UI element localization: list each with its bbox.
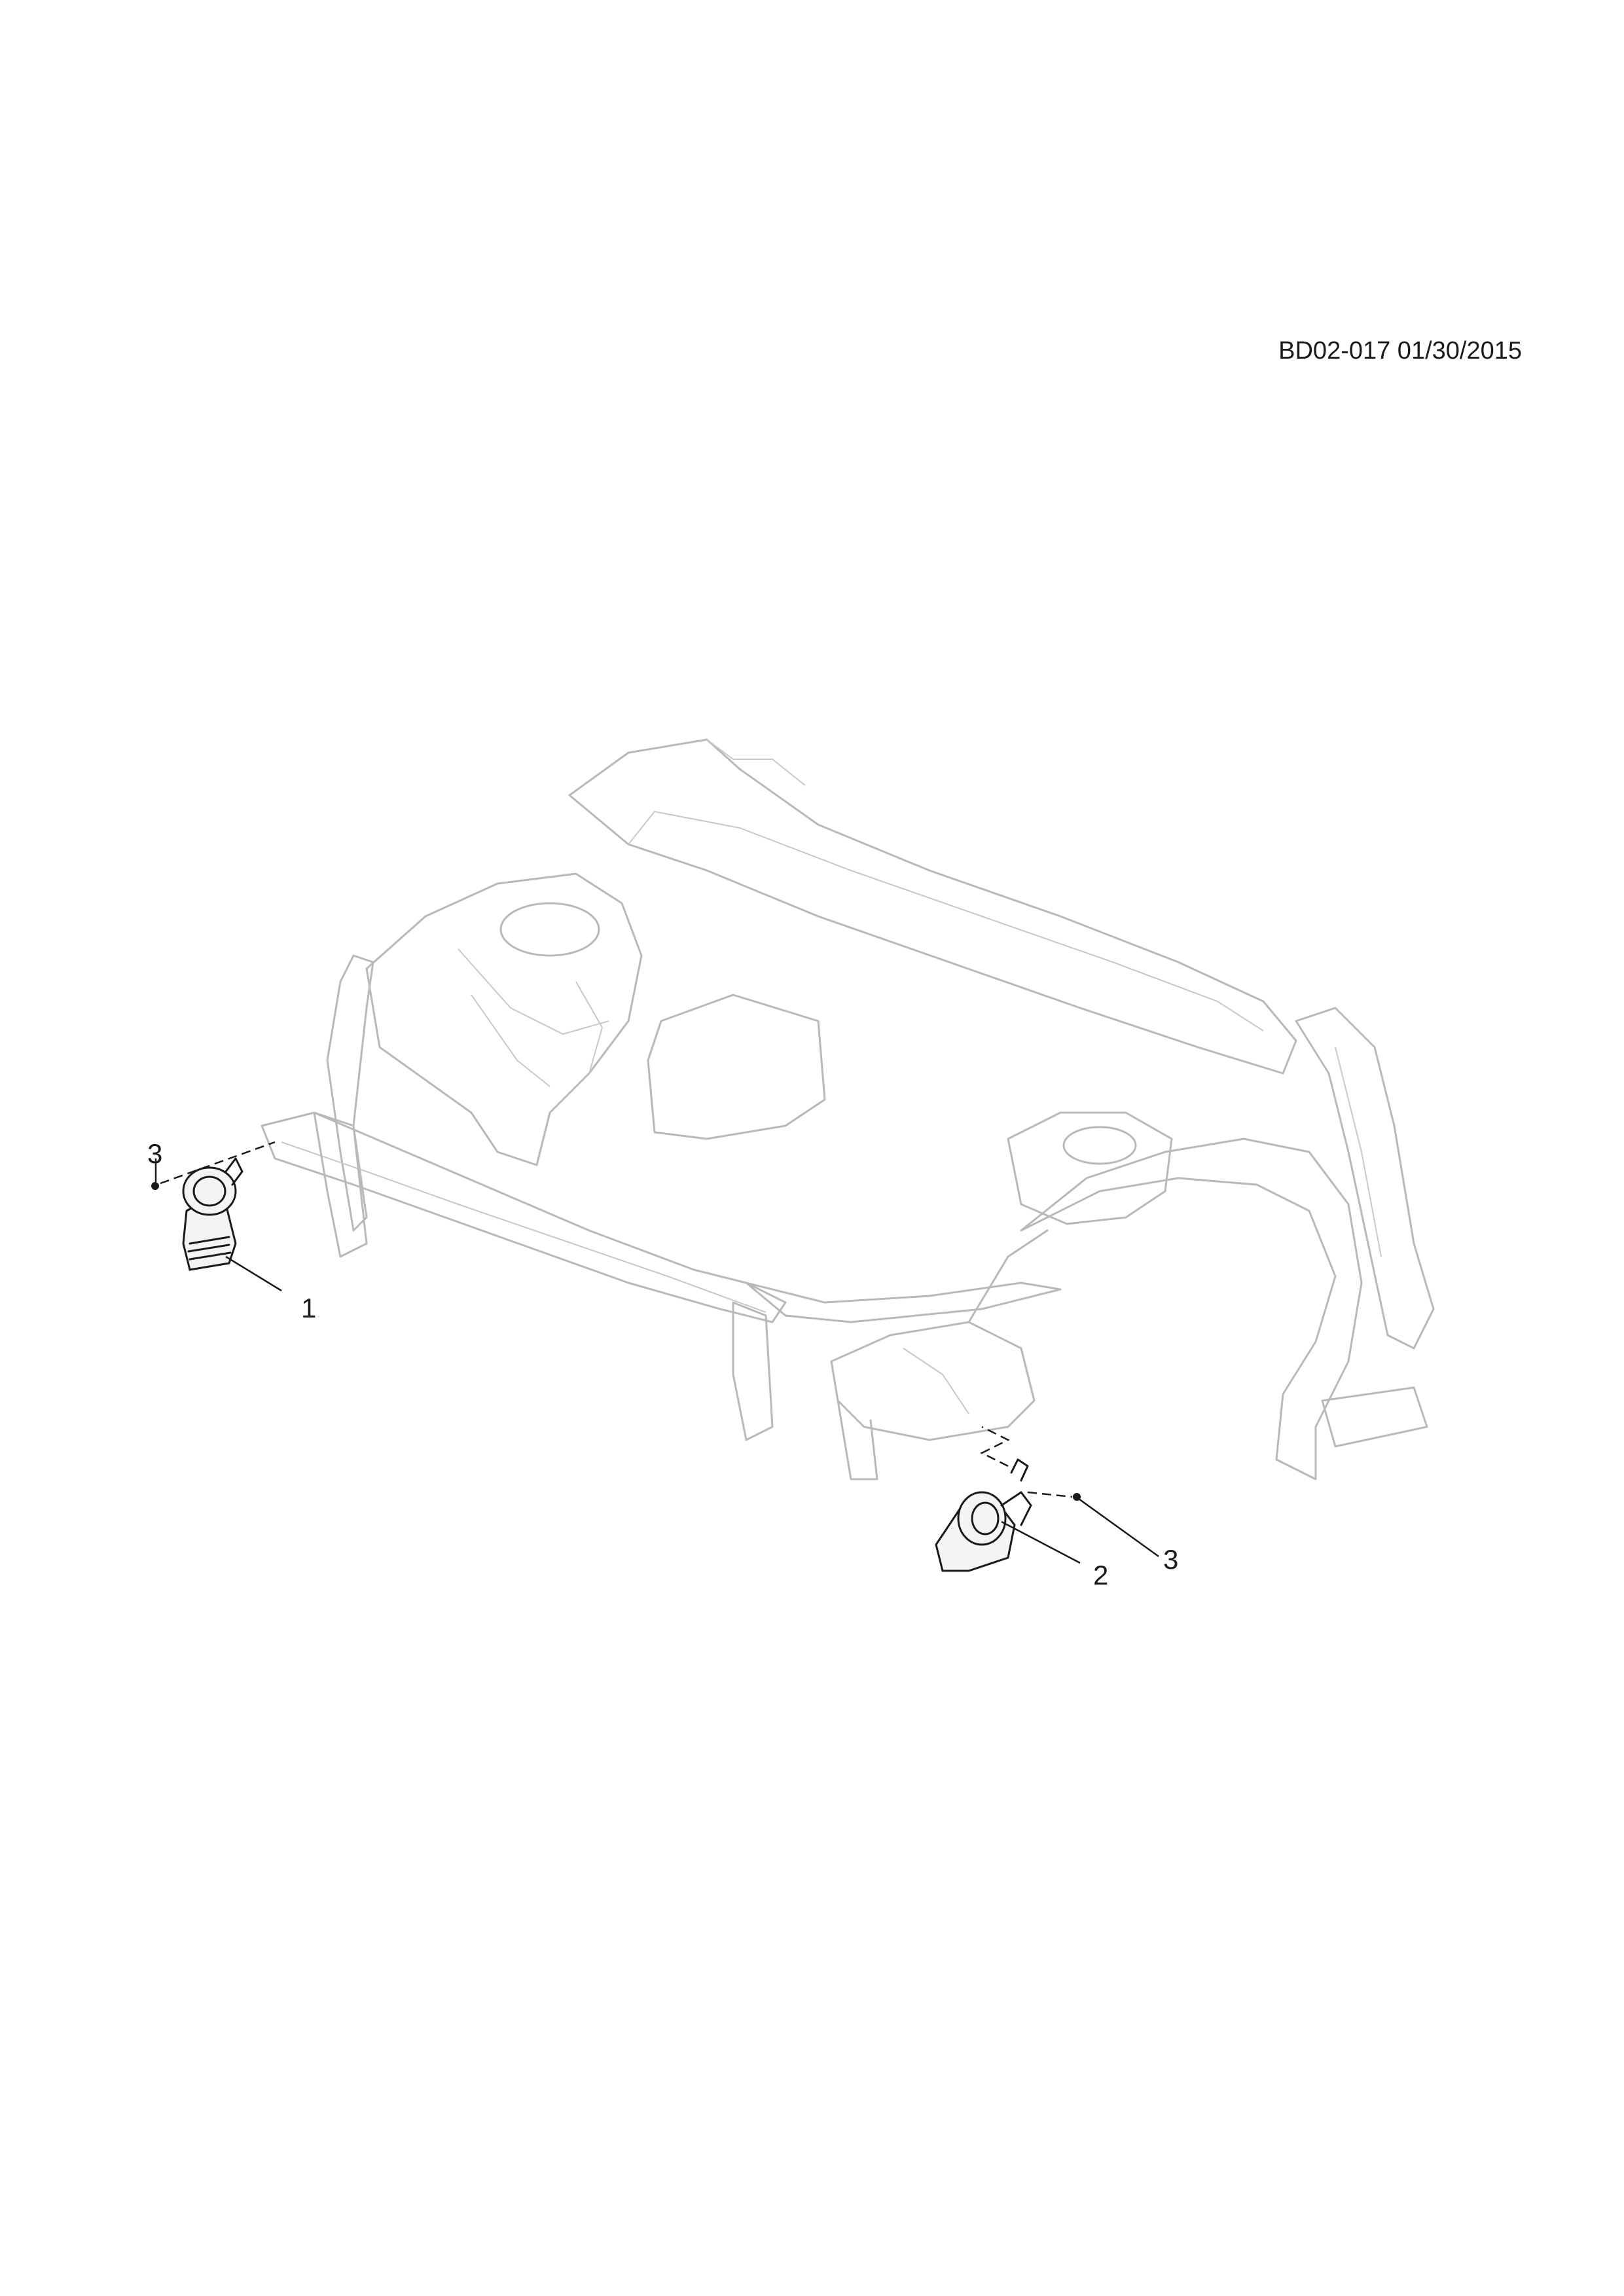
- leader-lines: [154, 1158, 1159, 1564]
- callout-3-left: 3: [147, 1138, 163, 1169]
- horn-right: [935, 1458, 1032, 1572]
- horn-left: [182, 1157, 244, 1271]
- callout-3-right: 3: [1163, 1544, 1179, 1575]
- leader-1: [225, 1255, 282, 1292]
- callout-1: 1: [301, 1293, 317, 1323]
- callout-2: 2: [1093, 1560, 1109, 1590]
- front-body-structure: [261, 738, 1435, 1480]
- bolt-left: [151, 1141, 276, 1190]
- leader-3-right: [1078, 1498, 1159, 1558]
- doc-code: BD02-017 01/30/2015: [1278, 337, 1522, 365]
- leader-2: [1001, 1520, 1081, 1564]
- bolt-right: [980, 1426, 1081, 1501]
